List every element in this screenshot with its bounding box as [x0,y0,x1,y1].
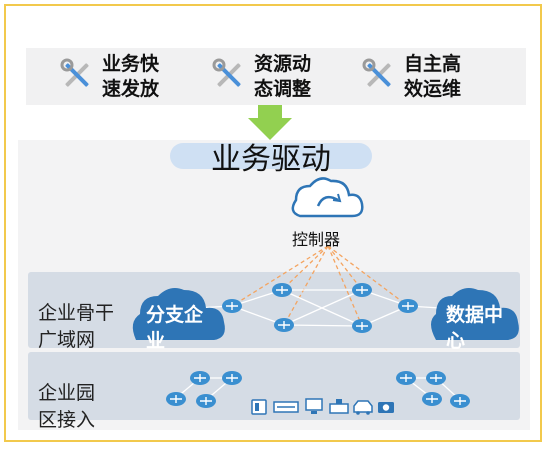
branch-cloud-label: 分支企业 [146,304,204,352]
router-icon [450,394,470,408]
campus-links [175,377,461,401]
monitor-icon [305,398,323,414]
benefits-band [26,48,526,105]
router-icon [398,299,418,313]
tools-icon [60,58,89,87]
router-icon [222,299,242,313]
drive-label: 业务驱动 [211,142,331,177]
feature-text: 自主高效运维 [404,53,462,100]
drive-pill [170,143,372,169]
car-icon [353,400,373,415]
tools-icon [362,58,391,87]
router-icon [352,283,372,297]
campus-label: 企业园区接入 [38,382,96,431]
router-icon [422,392,442,406]
branch-cloud-icon [132,288,225,340]
datacenter-cloud-icon [431,288,519,340]
scanner-icon [329,399,349,414]
router-icon [166,392,186,406]
router-icon [222,371,242,385]
controller-label: 控制器 [292,230,341,249]
terminal-icons [251,398,394,415]
printer-icon [273,401,299,413]
feature-text: 业务快速发放 [102,53,160,100]
router-icon [426,371,446,385]
phone-icon [251,399,267,415]
wan-routers [222,283,418,333]
router-icon [396,371,416,385]
datacenter-cloud-label: 数据中心 [446,304,504,352]
down-arrow-icon [248,105,292,140]
router-icon [196,394,216,408]
cloud-controller-icon [291,177,364,218]
tools-icon [212,58,241,87]
camera-icon [378,402,394,413]
wan-label: 企业骨干广域网 [38,302,115,351]
controller-links [231,245,409,327]
router-icon [272,283,292,297]
router-icon [190,371,210,385]
feature-text: 资源动态调整 [254,53,312,100]
campus-routers [166,371,470,408]
router-icon [352,319,372,333]
router-icon [274,318,294,332]
